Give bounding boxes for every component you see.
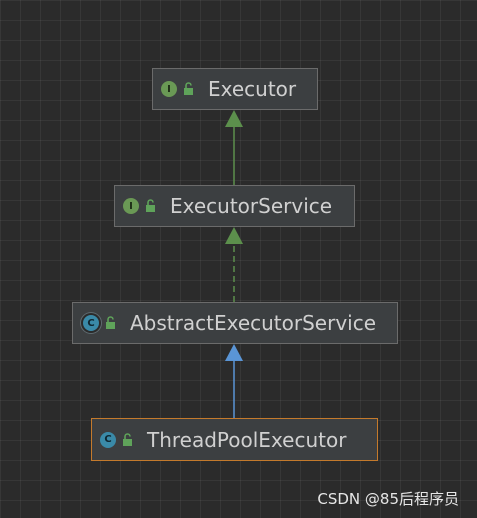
abstract-class-icon: C	[83, 315, 99, 331]
node-label: AbstractExecutorService	[130, 311, 377, 335]
edge-arrowhead-abstract	[225, 344, 243, 361]
open-lock-icon	[184, 82, 193, 95]
open-lock-icon	[123, 432, 132, 446]
node-executor-service[interactable]: I ExecutorService	[114, 185, 355, 227]
node-abstract-executor-service[interactable]: C AbstractExecutorService	[72, 302, 398, 344]
node-label: ThreadPoolExecutor	[147, 427, 347, 452]
node-executor[interactable]: I Executor	[152, 68, 318, 110]
class-icon: C	[100, 431, 116, 448]
interface-icon: I	[161, 81, 177, 97]
node-label: Executor	[208, 77, 297, 101]
open-lock-icon	[146, 199, 155, 212]
node-thread-pool-executor[interactable]: C ThreadPoolExecutor	[91, 418, 378, 461]
edge-arrowhead-executorservice	[225, 227, 243, 244]
watermark: CSDN @85后程序员	[317, 490, 459, 508]
interface-icon: I	[123, 198, 139, 214]
node-label: ExecutorService	[170, 194, 333, 218]
open-lock-icon	[106, 316, 115, 329]
edge-arrowhead-executor	[225, 110, 243, 127]
